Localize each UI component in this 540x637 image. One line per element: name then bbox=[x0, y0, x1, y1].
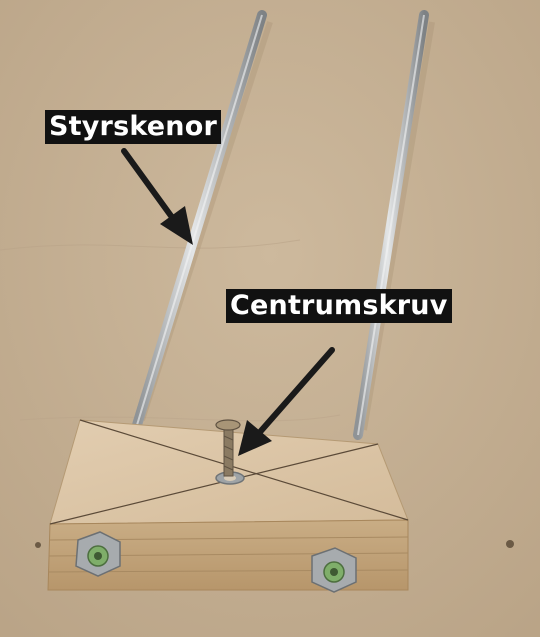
pencil-line bbox=[79, 419, 409, 521]
board-hole bbox=[506, 540, 514, 548]
label-guide-rails: Styrskenor bbox=[45, 110, 221, 144]
arrow-pointer-icon bbox=[121, 148, 193, 245]
arrow-pointer-icon bbox=[238, 347, 335, 456]
pencil-line bbox=[49, 443, 379, 525]
board-hole bbox=[35, 542, 41, 548]
center-screw-head bbox=[215, 419, 241, 431]
center-screw-shank bbox=[223, 427, 234, 477]
label-center-screw: Centrumskruv bbox=[226, 289, 452, 323]
